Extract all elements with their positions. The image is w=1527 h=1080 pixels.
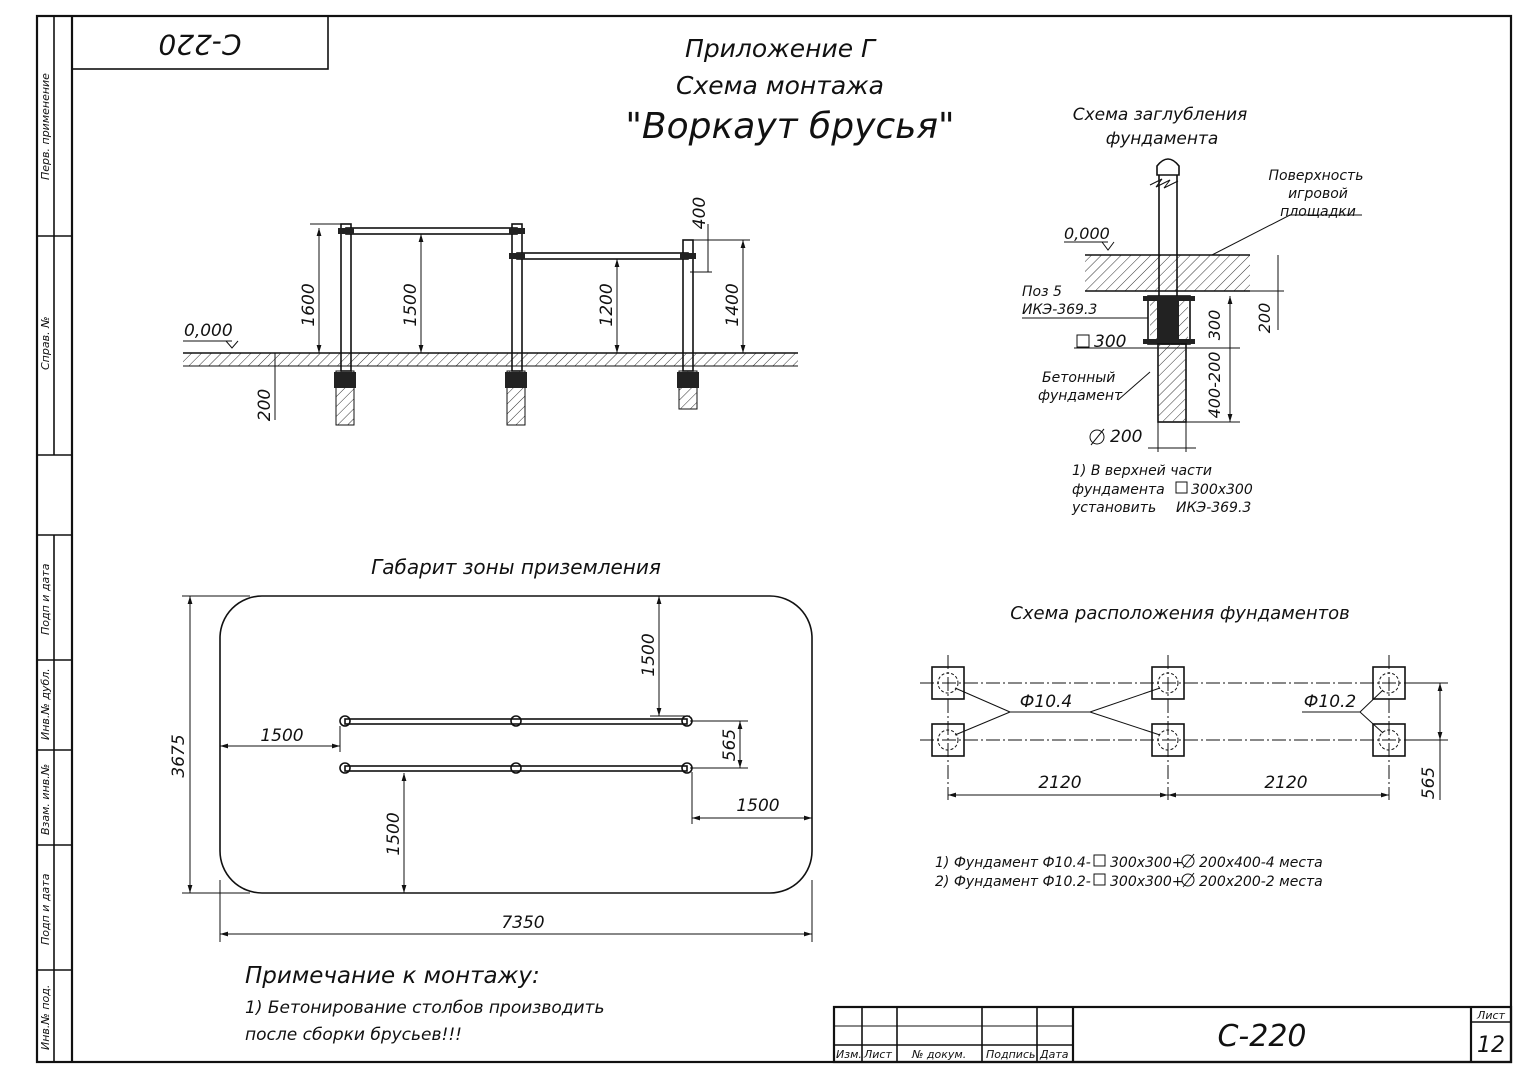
- foundation-f104: [931, 723, 965, 757]
- title-line1: Приложение Г: [685, 34, 877, 63]
- landing-post: [339, 715, 351, 727]
- flayout-f102: Ф10.2: [1304, 692, 1357, 712]
- title-block: Изм. Лист № докум. Подпись Дата C-220 Ли…: [832, 1005, 1513, 1064]
- elev-dim-1500: 1500: [401, 283, 421, 326]
- foundation-layout: Схема расположения фундаментов Ф10.4 Ф10…: [920, 603, 1448, 890]
- fdepth-surface2: игровой: [1288, 186, 1348, 202]
- fdepth-pos2: ИКЭ-369.3: [1022, 302, 1097, 318]
- fdepth-dim-200: 200: [1255, 303, 1274, 334]
- flayout-note1b: 300x300+: [1110, 855, 1183, 871]
- landing-dim-565: 565: [720, 729, 740, 761]
- fdepth-dia200: 200: [1110, 427, 1142, 447]
- elev-dim-200: 200: [255, 389, 275, 421]
- fdepth-note2a: фундамента: [1072, 482, 1165, 498]
- flayout-dim-2120b: 2120: [1264, 773, 1307, 793]
- elev-dim-1400: 1400: [723, 283, 743, 326]
- elev-dim-1200: 1200: [597, 283, 617, 326]
- landing-dim-1500-left: 1500: [260, 726, 303, 746]
- landing-zone: Габарит зоны приземления 1500 1500 565 1…: [169, 555, 813, 942]
- landing-dim-1500-right: 1500: [736, 796, 779, 816]
- landing-post: [510, 762, 522, 774]
- fdepth-concrete2: фундамент: [1038, 388, 1123, 404]
- tb-doc-no: № докум.: [911, 1048, 966, 1061]
- flayout-note1: 1) Фундамент Ф10.4-: [935, 855, 1091, 871]
- flayout-dim-2120a: 2120: [1038, 773, 1081, 793]
- fdepth-pos1: Поз 5: [1022, 284, 1062, 300]
- side-inv-dubl: Инв.№ дубл.: [39, 668, 52, 740]
- flayout-note1c: 200x400-4 места: [1199, 855, 1323, 871]
- side-inv-pod: Инв.№ под.: [39, 985, 52, 1050]
- fdepth-surface3: площадки: [1280, 204, 1356, 220]
- fdepth-title1: Схема заглубления: [1073, 105, 1248, 125]
- foundation-f104: [931, 666, 965, 700]
- landing-post: [339, 762, 351, 774]
- foundation-f104: [1151, 723, 1185, 757]
- fdepth-dim-300: 300: [1205, 310, 1224, 341]
- fdepth-title2: фундамента: [1106, 129, 1219, 149]
- tb-code: C-220: [1217, 1019, 1306, 1054]
- side-vzam-inv: Взам. инв.№: [39, 764, 52, 835]
- side-panel: Перв. применение Справ. № Подп и дата Ин…: [39, 73, 52, 1050]
- landing-title: Габарит зоны приземления: [371, 555, 661, 579]
- elev-level-label: 0,000: [184, 321, 233, 341]
- side-podp-data-2: Подп и дата: [39, 873, 52, 945]
- fdepth-dim-400-200: 400-200: [1205, 352, 1224, 419]
- top-stamp-code: C-220: [158, 28, 241, 61]
- top-stamp: C-220: [71, 15, 329, 70]
- foundation-f104: [1151, 666, 1185, 700]
- fdepth-note1: 1) В верхней части: [1072, 463, 1212, 479]
- drawing-title: Приложение Г Схема монтажа "Воркаут брус…: [625, 34, 954, 147]
- landing-dim-1500-top: 1500: [639, 633, 659, 676]
- tb-sheet-label: Лист: [1476, 1009, 1505, 1022]
- elev-dim-1600: 1600: [299, 283, 319, 326]
- title-line3: "Воркаут брусья": [625, 106, 954, 147]
- flayout-title: Схема расположения фундаментов: [1010, 603, 1349, 624]
- fdepth-note3b: ИКЭ-369.3: [1176, 500, 1251, 516]
- mount-note: Примечание к монтажу: 1) Бетонирование с…: [245, 963, 604, 1045]
- flayout-note2b: 300x300+: [1110, 874, 1183, 890]
- flayout-f104: Ф10.4: [1020, 692, 1073, 712]
- side-perv-primenenie: Перв. применение: [39, 73, 52, 180]
- tb-sign: Подпись: [986, 1048, 1035, 1061]
- fdepth-note2b: 300x300: [1191, 482, 1253, 498]
- fdepth-level: 0,000: [1064, 224, 1110, 243]
- fdepth-concrete1: Бетонный: [1042, 370, 1115, 386]
- flayout-note2: 2) Фундамент Ф10.2-: [935, 874, 1091, 890]
- flayout-note2c: 200x200-2 места: [1199, 874, 1323, 890]
- sheet-frame: [35, 14, 1513, 1064]
- landing-dim-7350: 7350: [501, 913, 544, 933]
- landing-dim-3675: 3675: [169, 734, 189, 777]
- mount-note-line1: 1) Бетонирование столбов производить: [245, 998, 604, 1018]
- landing-dim-1500-bottom: 1500: [384, 812, 404, 855]
- landing-post: [510, 715, 522, 727]
- tb-sheet-number: 12: [1477, 1033, 1505, 1058]
- elev-dim-400: 400: [690, 197, 710, 229]
- flayout-dim-565: 565: [1419, 767, 1439, 799]
- tb-list: Лист: [863, 1048, 892, 1061]
- tb-izm: Изм.: [836, 1048, 862, 1061]
- fdepth-sq300: 300: [1094, 332, 1126, 352]
- mount-note-line2: после сборки брусьев!!!: [245, 1025, 462, 1045]
- fdepth-note3a: установить: [1071, 500, 1156, 516]
- title-line2: Схема монтажа: [676, 71, 884, 100]
- mount-note-title: Примечание к монтажу:: [245, 963, 540, 989]
- side-podp-data-1: Подп и дата: [39, 563, 52, 635]
- fdepth-surface1: Поверхность: [1269, 168, 1364, 184]
- side-sprav-no: Справ. №: [39, 316, 52, 370]
- foundation-depth-scheme: Схема заглубления фундамента: [1022, 105, 1363, 516]
- tb-date: Дата: [1039, 1048, 1069, 1061]
- elevation-view: 0,000 1600 1500 1200 1400 400 200: [183, 197, 798, 426]
